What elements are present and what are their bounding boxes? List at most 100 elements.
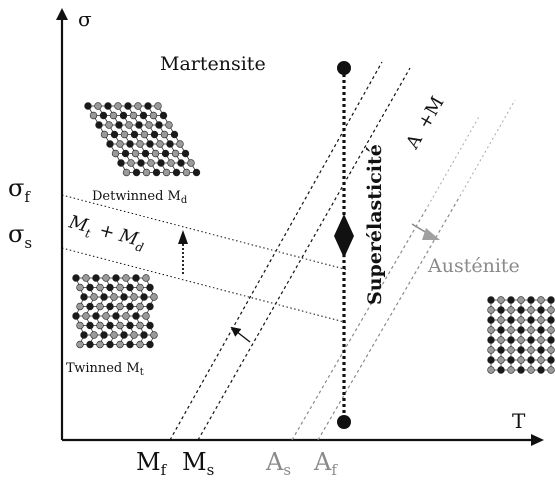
lattice-atom	[162, 168, 171, 177]
lattice-atom	[117, 159, 125, 167]
lattice-atom	[136, 302, 144, 311]
lattice-atom	[131, 149, 140, 158]
lattice-atom	[95, 121, 103, 129]
lattice-atom	[120, 293, 128, 301]
x-axis-label: T	[512, 409, 526, 433]
lattice-atom	[166, 140, 174, 148]
lattice-atom	[150, 293, 158, 301]
martensite-label: Martensite	[160, 53, 266, 75]
lattice-atom	[110, 293, 118, 301]
lattice-atom	[140, 293, 148, 301]
mf-tick-label: Mf	[136, 448, 168, 477]
x-axis-arrowhead	[531, 434, 544, 446]
lattice-atom	[76, 340, 84, 349]
lattice-atom	[96, 283, 104, 292]
lattice-atom	[136, 321, 144, 330]
lattice-atom	[105, 121, 113, 129]
lattice-atom	[487, 316, 495, 324]
lattice-atom	[139, 111, 148, 120]
lattice-atom	[151, 149, 160, 158]
lattice-atom	[94, 102, 102, 110]
lattice-atom	[167, 159, 175, 167]
lattice-atom	[497, 316, 505, 324]
lattice-atom	[130, 130, 139, 139]
lattice-atom	[487, 326, 495, 334]
lattice-atom	[142, 168, 151, 177]
lattice-atom	[517, 306, 525, 314]
lattice-atom	[517, 316, 525, 324]
lattice-atom	[112, 312, 120, 320]
lattice-atom	[76, 283, 84, 292]
lattice-atom	[507, 326, 515, 334]
lattice-atom	[76, 302, 84, 311]
lattice-atom	[129, 111, 138, 120]
lattice-atom	[102, 312, 110, 320]
loading-arrow-up	[334, 214, 354, 236]
lattice-atom	[547, 326, 555, 334]
lattice-atom	[527, 356, 535, 364]
lattice-atom	[527, 366, 535, 374]
af-tick-label: Af	[313, 448, 338, 477]
lattice-atom	[132, 274, 140, 282]
lattice-atom	[89, 111, 98, 120]
lattice-atom	[100, 331, 108, 339]
lattice-atom	[142, 274, 150, 282]
lattice-atom	[517, 326, 525, 334]
lattice-atom	[527, 336, 535, 344]
lattice-atom	[527, 296, 535, 304]
detwinning-arrowhead	[178, 230, 188, 244]
lattice-atom	[120, 130, 129, 139]
lattice-atom	[124, 102, 132, 110]
lattice-atom	[487, 336, 495, 344]
lattice-atom	[182, 168, 191, 177]
lattice-atom	[110, 130, 119, 139]
lattice-atom	[487, 366, 495, 374]
lattice-atom	[80, 331, 88, 339]
lattice-atom	[92, 274, 100, 282]
lattice-atom	[76, 321, 84, 330]
lattice-atom	[100, 130, 109, 139]
lattice-atom	[154, 102, 162, 110]
lattice-atom	[100, 293, 108, 301]
lattice-atom	[507, 336, 515, 344]
lattice-atom	[136, 283, 144, 292]
lattice-atom	[146, 340, 154, 349]
lattice-atom	[487, 296, 495, 304]
ms-transformation-line	[197, 67, 411, 441]
path-bottom-point	[337, 415, 351, 429]
lattice-atom	[507, 346, 515, 354]
lattice-atom	[547, 336, 555, 344]
as-tick-label: As	[265, 448, 291, 477]
lattice-atom	[96, 321, 104, 330]
lattice-atom	[96, 340, 104, 349]
lattice-atom	[111, 149, 120, 158]
lattice-atom	[187, 159, 195, 167]
lattice-atom	[177, 159, 185, 167]
lattice-atom	[507, 296, 515, 304]
lattice-atom	[537, 336, 545, 344]
lattice-atom	[527, 346, 535, 354]
detwinned-lattice	[84, 102, 201, 177]
lattice-atom	[149, 111, 158, 120]
lattice-atom	[157, 159, 165, 167]
lattice-atom	[144, 102, 152, 110]
lattice-atom	[116, 140, 124, 148]
lattice-atom	[150, 331, 158, 339]
twinned-lattice	[72, 274, 158, 349]
lattice-atom	[497, 356, 505, 364]
lattice-atom	[497, 366, 505, 374]
lattice-atom	[126, 340, 134, 349]
lattice-atom	[172, 168, 181, 177]
af-transformation-line	[317, 195, 461, 441]
lattice-atom	[136, 340, 144, 349]
mt-md-label: Mt+ Md	[66, 211, 146, 255]
lattice-atom	[517, 346, 525, 354]
mf-transformation-line	[169, 61, 383, 441]
lattice-atom	[145, 121, 153, 129]
lattice-atom	[547, 306, 555, 314]
cooling-arrow	[230, 326, 251, 343]
svg-text:Superélasticité: Superélasticité	[364, 144, 386, 305]
lattice-atom	[537, 326, 545, 334]
lattice-atom	[102, 274, 110, 282]
lattice-atom	[507, 306, 515, 314]
